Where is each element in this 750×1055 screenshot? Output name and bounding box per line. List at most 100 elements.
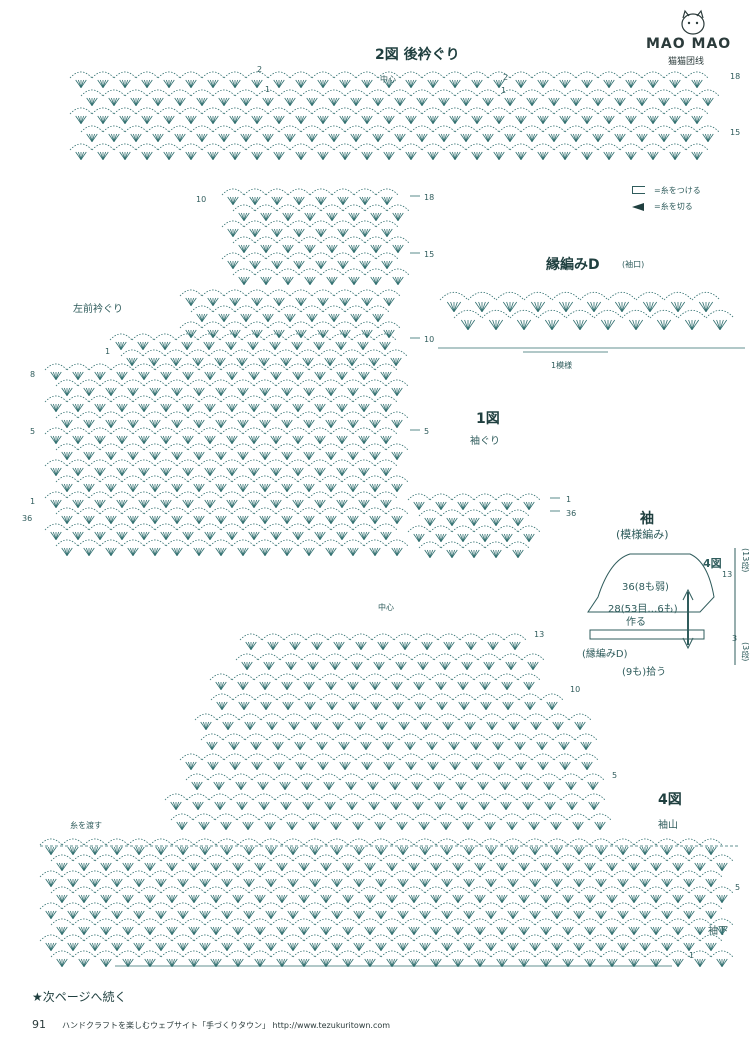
fig1-row-18: 18 xyxy=(424,193,435,202)
fig1-row-left-36: 36 xyxy=(22,514,33,523)
logo-word: MAO MAO xyxy=(646,36,732,52)
shell-row xyxy=(439,291,721,313)
shell-row xyxy=(221,252,399,269)
fig2-title: 2図 後衿ぐり xyxy=(375,47,460,63)
fig4-row-1: 1 xyxy=(689,951,695,960)
logo-sub: 猫猫团线 xyxy=(668,57,705,67)
shell-row xyxy=(190,305,390,322)
shell-row xyxy=(232,236,410,253)
sleeve-outline xyxy=(587,553,715,613)
shell-row xyxy=(194,713,592,730)
shell-row xyxy=(50,950,734,967)
arrow-up-icon xyxy=(682,588,694,601)
fig1-title: 1図 xyxy=(476,411,500,427)
fig2-center-label: 中心 xyxy=(380,75,396,84)
shell-row xyxy=(120,349,408,366)
sleeve-edge: (縁編みD) xyxy=(582,649,628,660)
shell-row xyxy=(44,523,398,540)
sleeve-title: 袖 xyxy=(640,511,654,527)
fig2-row-15: 15 xyxy=(730,128,741,137)
shell-row xyxy=(55,539,409,556)
shell-row xyxy=(39,870,723,887)
footer-text: ハンドクラフトを楽しむウェブサイト「手づくりタウン」 http://www.te… xyxy=(62,1021,391,1030)
sleeve-make: 作る xyxy=(626,617,646,628)
fig1-row-36: 36 xyxy=(566,509,577,518)
shell-row xyxy=(235,653,545,670)
page-number: 91 xyxy=(32,1018,46,1031)
cut-yarn-icon xyxy=(632,203,644,211)
shell-row xyxy=(407,525,541,542)
edging-repeat: 1模様 xyxy=(551,361,573,370)
sleeve-h13-rows: (13段) xyxy=(741,548,750,573)
shell-row xyxy=(179,321,401,338)
shell-row xyxy=(185,773,605,790)
fig4-row-5: 5 xyxy=(612,771,618,780)
maomao-logo: MAO MAO 猫猫团线 xyxy=(640,6,746,67)
shell-row xyxy=(69,71,709,88)
shell-row xyxy=(39,934,723,951)
shell-row xyxy=(418,509,530,526)
shell-row xyxy=(109,333,397,350)
shell-row xyxy=(221,188,399,205)
shell-row xyxy=(179,753,599,770)
shell-row xyxy=(453,309,735,331)
shell-row xyxy=(44,363,398,380)
shell-row xyxy=(407,493,541,510)
shell-row xyxy=(418,541,530,558)
fig2-row-right-2: 2 xyxy=(503,73,509,82)
shell-row xyxy=(50,854,734,871)
shell-row xyxy=(80,89,720,106)
shell-row xyxy=(170,813,612,830)
continue-note: ★次ページへ続く xyxy=(32,990,127,1004)
shell-row xyxy=(232,268,410,285)
shell-row xyxy=(164,793,606,810)
fig4-row-13: 13 xyxy=(534,630,545,639)
shell-row xyxy=(44,459,398,476)
sleeve-h3-rows: (3段) xyxy=(741,642,750,662)
fig2-row-right-1: 1 xyxy=(501,86,507,95)
fig1-row-left-8: 8 xyxy=(30,370,36,379)
sleeve-pick: (9も)拾う xyxy=(622,667,667,678)
shell-row xyxy=(50,918,734,935)
fig4-cap: 袖山 xyxy=(658,820,678,831)
shell-row xyxy=(44,427,398,444)
legend-attach: =糸をつける xyxy=(654,186,701,195)
shell-row xyxy=(55,507,409,524)
fig1-row-left-1: 1 xyxy=(105,347,111,356)
fig1-row-left-5: 5 xyxy=(30,427,36,436)
fig1-row-left-1b: 1 xyxy=(30,497,36,506)
fig1-subtitle: 袖ぐり xyxy=(470,436,500,447)
shell-row xyxy=(69,143,709,160)
sleeve-width-28: 28(53目…6も) xyxy=(608,604,678,615)
shell-row xyxy=(50,886,734,903)
sleeve-cuff-rect xyxy=(589,629,705,640)
shell-row xyxy=(209,673,541,690)
shell-row xyxy=(55,443,409,460)
fig4-row-5b: 5 xyxy=(735,883,741,892)
legend-cut: =糸を切る xyxy=(654,202,693,211)
sleeve-width-36: 36(8も弱) xyxy=(622,582,669,593)
shell-row xyxy=(210,693,564,710)
fig1-row-10: 10 xyxy=(424,335,435,344)
sleeve-sub: (模様編み) xyxy=(616,528,669,541)
arrow-down-icon xyxy=(682,637,694,650)
fig2-row-18: 18 xyxy=(730,72,741,81)
fig4-pass-yarn: 糸を渡す xyxy=(70,821,102,830)
shell-row xyxy=(44,395,398,412)
shell-row xyxy=(39,838,723,855)
shell-row xyxy=(55,379,409,396)
shell-row xyxy=(239,633,527,650)
shell-row xyxy=(55,475,409,492)
shell-row xyxy=(55,411,409,428)
fig2-row-left-2: 2 xyxy=(257,65,263,74)
fig1-row-1: 1 xyxy=(566,495,572,504)
left-front-neck-label: 左前衿ぐり xyxy=(73,304,123,315)
edging-title: 縁編みD xyxy=(546,257,600,273)
fig1-row-10-top: 10 xyxy=(196,195,207,204)
shell-row xyxy=(200,733,598,750)
sleeve-h13: 13 xyxy=(722,570,733,579)
shell-row xyxy=(232,204,410,221)
fig2-row-left-1: 1 xyxy=(265,85,271,94)
shell-row xyxy=(80,125,720,142)
shell-row xyxy=(179,289,401,306)
